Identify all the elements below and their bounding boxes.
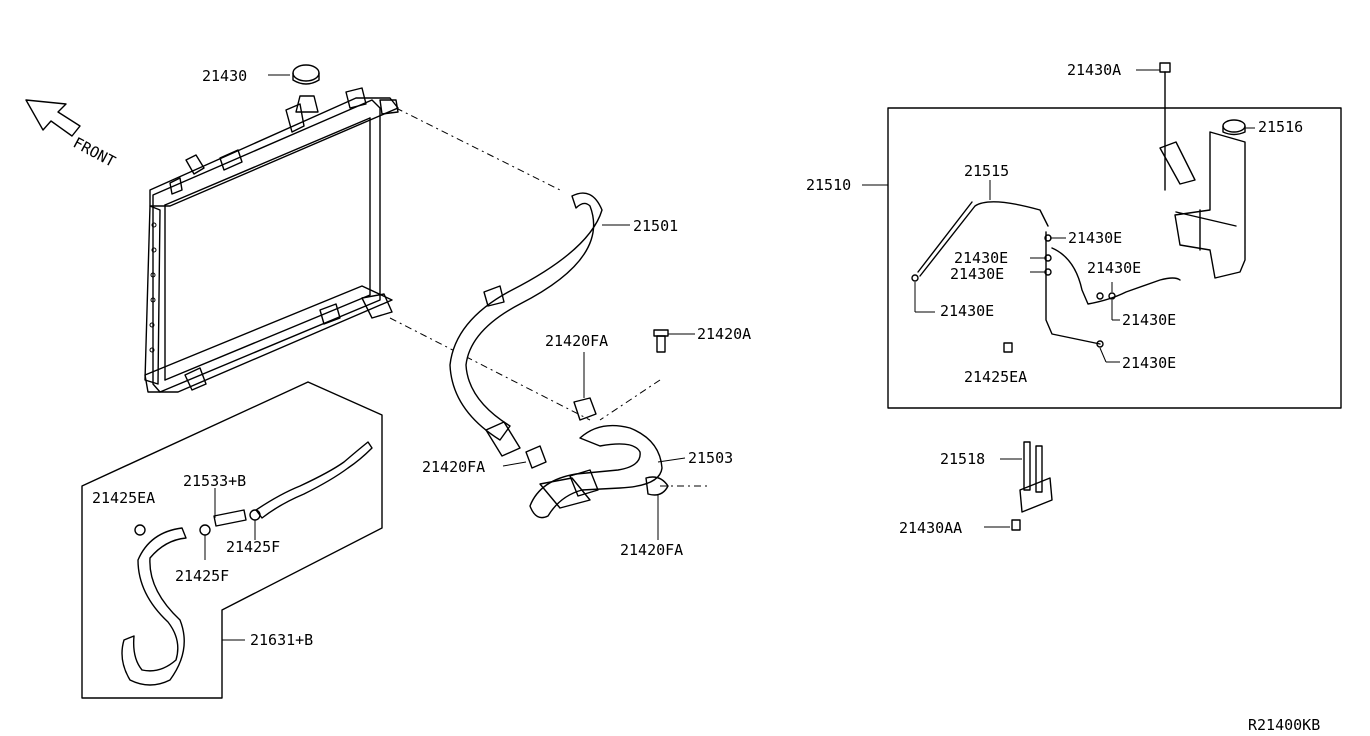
inset-box xyxy=(81,381,383,699)
clip-21420fa-upper xyxy=(573,397,597,421)
callout-21503: 21503 xyxy=(688,449,733,467)
clip-21425ea-box xyxy=(1003,342,1013,353)
callout-21420fa-1: 21420FA xyxy=(545,332,608,350)
callout-21420fa-3: 21420FA xyxy=(620,541,683,559)
inset-hoses xyxy=(121,441,373,686)
callout-21430e-1: 21430E xyxy=(1068,229,1122,247)
callout-21430e-4: 21430E xyxy=(1087,259,1141,277)
reservoir-box xyxy=(887,107,1342,409)
callout-21425ea-1: 21425EA xyxy=(92,489,155,507)
bolt-21420a xyxy=(653,329,669,353)
callout-21430e-5: 21430E xyxy=(940,302,994,320)
callout-21425f-2: 21425F xyxy=(175,567,229,585)
diagram-ref-code: R21400KB xyxy=(1248,716,1320,734)
front-label: FRONT xyxy=(70,134,118,171)
callout-21430e-6: 21430E xyxy=(1122,311,1176,329)
callout-21420fa-2: 21420FA xyxy=(422,458,485,476)
front-arrow-icon xyxy=(25,99,81,137)
callout-21515: 21515 xyxy=(964,162,1009,180)
bolt-21430a xyxy=(1159,62,1171,191)
callout-21430a: 21430A xyxy=(1067,61,1121,79)
bracket-21518 xyxy=(1011,441,1053,531)
callout-21631b: 21631+B xyxy=(250,631,313,649)
callout-21430: 21430 xyxy=(202,67,247,85)
callout-21516: 21516 xyxy=(1258,118,1303,136)
callout-21430aa: 21430AA xyxy=(899,519,962,537)
callout-21420a: 21420A xyxy=(697,325,751,343)
callout-21430e-3: 21430E xyxy=(950,265,1004,283)
callout-21510: 21510 xyxy=(806,176,851,194)
overflow-hose xyxy=(911,201,1181,348)
radiator-cap xyxy=(292,64,320,113)
callout-21430e-7: 21430E xyxy=(1122,354,1176,372)
callout-21425f-1: 21425F xyxy=(226,538,280,556)
clip-21425ea-inset xyxy=(134,524,146,536)
lower-hose xyxy=(529,424,669,519)
callout-21425ea-2: 21425EA xyxy=(964,368,1027,386)
clip-21420fa-left xyxy=(525,445,547,469)
radiator xyxy=(144,87,399,393)
callout-21501: 21501 xyxy=(633,217,678,235)
callout-21533b: 21533+B xyxy=(183,472,246,490)
callout-21430e-2: 21430E xyxy=(954,249,1008,267)
reservoir-tank xyxy=(1159,119,1246,279)
upper-hose xyxy=(449,192,603,457)
callout-21518: 21518 xyxy=(940,450,985,468)
